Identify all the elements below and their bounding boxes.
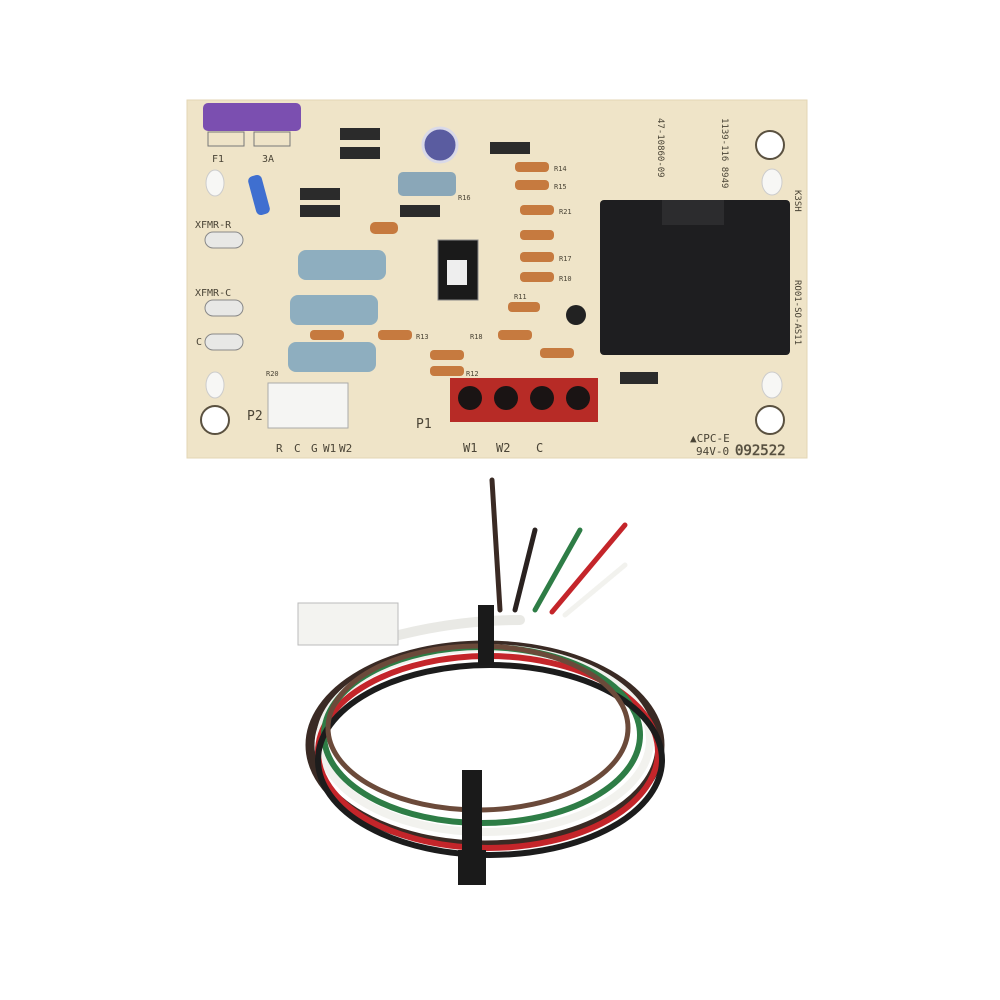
connector-p2-pin-labels: R C G W1 W2: [276, 442, 352, 455]
standoff: [761, 371, 783, 399]
fuse-ref: F1: [212, 154, 224, 165]
connector-p1-sockets: [458, 386, 590, 410]
wire-coil: [315, 662, 665, 858]
terminal-label: C: [196, 337, 202, 348]
diode: [300, 188, 340, 200]
wire-green: [532, 527, 583, 613]
component-ref: R17: [559, 255, 572, 263]
cable-tie: [462, 770, 482, 850]
part-number: RO01-SO-AS11: [792, 280, 802, 345]
connector-p1-pin-labels: W1 W2 C: [463, 441, 543, 455]
power-resistor: [398, 172, 456, 196]
varistor: [248, 174, 270, 216]
component-ref-labels: R16 R14 R15 R21 R17 R10 R11 R13 R18 R12 …: [266, 165, 572, 378]
resistor-array: [310, 162, 574, 376]
terminal-xfmr-r: [204, 231, 244, 249]
terminal-xfmr-c: [204, 299, 244, 317]
component-ref: R12: [466, 370, 479, 378]
power-resistor: [288, 342, 376, 372]
connector-p1-ref: P1: [416, 417, 432, 432]
component-ref: R15: [554, 183, 567, 191]
standoff: [205, 371, 225, 399]
diode: [490, 142, 530, 154]
electrolytic-capacitor: [421, 126, 459, 164]
cable-tie-head: [458, 850, 486, 885]
standoff: [761, 168, 783, 196]
component-ref: R10: [559, 275, 572, 283]
component-ref: R20: [266, 370, 279, 378]
terminal-label: XFMR-C: [195, 288, 231, 299]
wire-bundle: [375, 615, 525, 645]
fuse-rating: 3A: [262, 154, 274, 165]
component-ref: R18: [470, 333, 483, 341]
terminal-label: XFMR-R: [195, 220, 232, 231]
pin-label: W2: [496, 441, 510, 455]
pin-label: W1: [323, 442, 336, 455]
diode: [340, 147, 380, 159]
pin-label: W1: [463, 441, 477, 455]
power-resistor: [298, 250, 386, 280]
transistor: [566, 305, 586, 325]
fuse-clip: [253, 131, 291, 147]
part-number: 1139-116 8949: [719, 118, 729, 188]
power-resistor: [290, 295, 378, 325]
fuse: [203, 103, 301, 131]
diode: [400, 205, 440, 217]
circuit-board: F1 3A XFMR-R XFMR-C C: [186, 99, 808, 459]
wire-white: [562, 562, 628, 618]
cert-mark: ▲CPC-E: [690, 432, 730, 445]
diode: [620, 372, 658, 384]
component-ref: R11: [514, 293, 527, 301]
terminal-c: [204, 333, 244, 351]
pin-label: R: [276, 442, 283, 455]
wire-red: [549, 522, 628, 615]
date-code: 092522: [735, 443, 786, 459]
ic-label: [447, 260, 467, 285]
pin-label: G: [311, 442, 318, 455]
pin-label: C: [536, 441, 543, 455]
diode: [340, 128, 380, 140]
wire-brown: [489, 477, 503, 613]
standoff: [205, 169, 225, 197]
mounting-hole: [755, 405, 785, 435]
pin-label: C: [294, 442, 301, 455]
cable-tie: [478, 605, 494, 665]
relay: [600, 200, 790, 355]
mounting-hole: [755, 130, 785, 160]
flammability-rating: 94V-0: [696, 445, 729, 458]
relay-label-plate: [662, 200, 724, 225]
pin-label: W2: [339, 442, 352, 455]
connector-p2: [267, 382, 349, 429]
part-number: 47-10860-09: [655, 118, 665, 178]
wire-black: [512, 527, 538, 613]
component-ref: R14: [554, 165, 567, 173]
component-ref: R16: [458, 194, 471, 202]
mounting-hole: [200, 405, 230, 435]
component-ref: R21: [559, 208, 572, 216]
wire-harness: [297, 477, 665, 885]
component-ref: R13: [416, 333, 429, 341]
diode: [300, 205, 340, 217]
harness-connector: [297, 602, 399, 646]
fuse-clip: [207, 131, 245, 147]
part-number: K3SH: [792, 190, 802, 212]
connector-p2-ref: P2: [247, 409, 263, 424]
